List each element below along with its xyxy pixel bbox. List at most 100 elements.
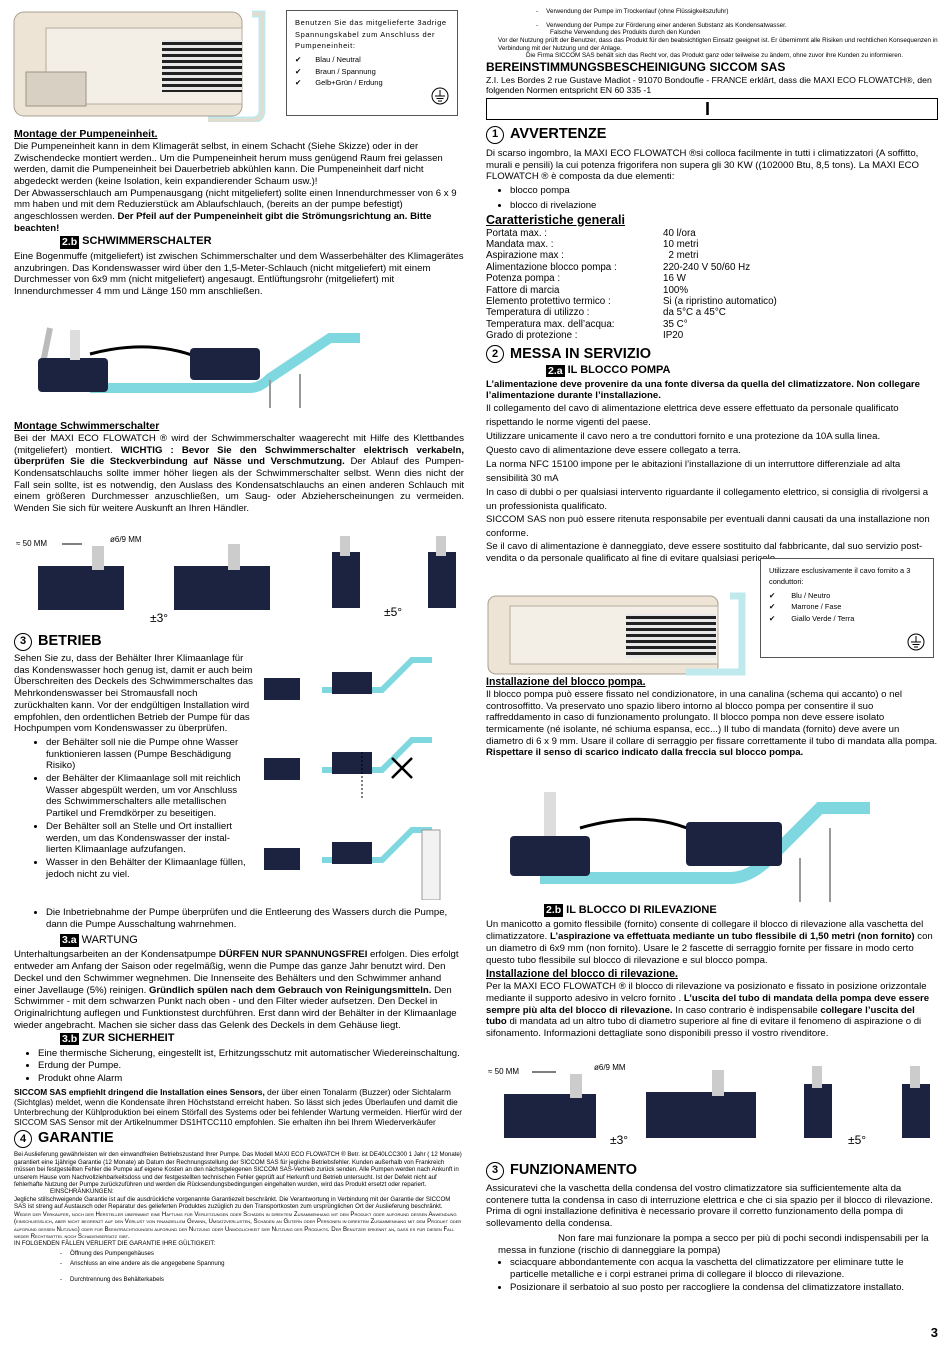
- list-item: Erdung der Pumpe.: [38, 1060, 464, 1072]
- wartung-a: Unterhaltungsarbeiten an der Kondensatpu…: [14, 949, 217, 961]
- list-item: der Behälter der Klimaanlage soll mit re…: [46, 773, 254, 820]
- garantie-title: GARANTIE: [38, 1130, 114, 1147]
- rilevazione-inst-e: di mandata ad un altro tubo di diametro …: [486, 1016, 922, 1039]
- pompa-p6: SICCOM SAS non può essere ritenuta respo…: [486, 514, 930, 540]
- nogar-item: Anschluss an eine andere als die angegeb…: [70, 1260, 225, 1268]
- list-item: Der Behälter soll an Stelle und Ort inst…: [46, 821, 254, 856]
- caratteristiche-title: Caratteristiche generali: [486, 212, 625, 227]
- section-number: 4: [14, 1130, 32, 1149]
- operation-illustration: [262, 650, 462, 900]
- pompa-p4: La norma NFC 15100 impone per le abitazi…: [486, 458, 901, 484]
- float-mount-a: Bei der MAXI ECO FLOWATCH ® wird der Sch…: [14, 432, 464, 456]
- nogar-note-1: Vor der Nutzung prüft der Benutzer, dass…: [498, 37, 938, 52]
- spec-row: Temperatura di utilizzo :da 5°C a 45°C: [486, 307, 726, 319]
- dim-diameter-label: ø6/9 MM: [110, 535, 142, 544]
- tilt-3-label: ±3°: [150, 611, 168, 625]
- section-number: 3: [14, 633, 32, 651]
- wire-label: Marrone / Fase: [791, 602, 842, 612]
- wire-label: Braun / Spannung: [315, 66, 376, 76]
- dim-diameter-label: ø6/9 MM: [594, 1063, 626, 1072]
- rilevazione-inst-title: Installazione del blocco di rilevazione.: [486, 968, 678, 981]
- ac-unit-illustration: [486, 592, 754, 678]
- spec-row: Portata max. :40 l/ora: [486, 227, 696, 239]
- float-title: SCHWIMMERSCHALTER: [82, 235, 212, 248]
- section-number: 3: [486, 1162, 504, 1180]
- rilevazione-c: con un diametro di 6x9 mm (non fornito).…: [486, 931, 933, 966]
- tilt-3-label: ±3°: [610, 1133, 628, 1147]
- section-tag: 2.a: [546, 364, 565, 378]
- conformity-title: BEREINSTIMMUNGSBESCHEINIGUNG SICCOM SAS: [486, 60, 786, 74]
- wartung-b: DÜRFEN NUR SPANNUNGSFREI: [218, 949, 368, 961]
- language-box: I: [486, 98, 938, 120]
- spec-row: Temperatura max. dell’acqua:35 C°: [486, 318, 688, 330]
- wartung-c: erfolgen. Dies erfolgt entweder am Anfan…: [14, 949, 459, 996]
- pompa-p5: In caso di dubbi o per qualsiasi interve…: [486, 486, 929, 512]
- section-tag: 3.b: [60, 1032, 80, 1046]
- wartung-d: Gründlich spülen nach dem Gebrauch von R…: [148, 984, 432, 996]
- cable-info-box-it: Utilizzare esclusivamente il cavo fornit…: [760, 558, 934, 658]
- montage-text: Die Pumpeneinheit kann in dem Klimagerät…: [14, 140, 443, 187]
- pompa-p2: Utilizzare unicamente il cavo nero a tre…: [486, 430, 881, 442]
- sicher-bold: SICCOM SAS empfiehlt dringend die Instal…: [14, 1086, 265, 1097]
- specs-table: Portata max. :40 l/ora Mandata max. :10 …: [486, 228, 938, 342]
- pompa-b: Non collegare l’alimentazione durante l’…: [486, 378, 920, 402]
- list-item: Die Inbetriebnahme der Pumpe überprüfen …: [46, 907, 464, 930]
- list-item: Produkt ohne Alarm: [38, 1073, 464, 1085]
- conformity-text: Z.I. Les Bordes 2 rue Gustave Madiot - 9…: [486, 74, 932, 96]
- check-icon: ✔: [295, 66, 302, 76]
- funzionamento-item-1: Non fare mai funzionare la pompa a secco…: [498, 1232, 929, 1256]
- float-text: Eine Bogenmuffe (mitgeliefert) ist zwisc…: [14, 250, 464, 297]
- spec-row: Grado di protezione :IP20: [486, 330, 684, 341]
- wartung-e: Den Schwimmer - mit dem schwarzen Punkt …: [14, 984, 457, 1031]
- spec-row: Aspirazione max : 2 metri: [486, 250, 699, 262]
- einschr-title: EINSCHRÄNKUNGEN:: [50, 1188, 114, 1196]
- spec-row: Potenza pompa :16 W: [486, 273, 686, 285]
- list-item: sciacquare abbondantemente con acqua la …: [510, 1257, 938, 1280]
- float-mount-title: Montage Schwimmerschalter: [14, 420, 160, 432]
- installazione-title: Installazione del blocco pompa.: [486, 676, 646, 688]
- nogar-item: Verwendung der Pumpe im Trockenlauf (ohn…: [546, 8, 729, 15]
- messa-title: MESSA IN SERVIZIO: [510, 345, 651, 362]
- cable-info-box-de: Benutzen Sie das mitgelieferte 3adrige S…: [286, 10, 458, 116]
- list-item: blocco pompa: [510, 185, 938, 197]
- float-tilt-diagram: ≈ 50 MM ø6/9 MM ±3° ±5°: [486, 1060, 936, 1154]
- pompa-a: L’alimentazione deve provenire da una fo…: [486, 378, 854, 390]
- garantie-text: Bei Auslieferung gewährleisten wir den e…: [14, 1151, 462, 1188]
- rilevazione-title: IL BLOCCO DI RILEVAZIONE: [566, 904, 717, 916]
- betrieb-title: BETRIEB: [38, 633, 102, 650]
- wire-label: Blu / Neutro: [791, 590, 831, 600]
- montage-title: Montage der Pumpeneinheit.: [14, 128, 158, 140]
- section-tag: 2.b: [544, 904, 564, 918]
- funzionamento-title: FUNZIONAMENTO: [510, 1162, 638, 1179]
- dim-length-label: ≈ 50 MM: [16, 539, 47, 548]
- tilt-5-label: ±5°: [384, 605, 402, 619]
- cable-intro: Utilizzare esclusivamente il cavo fornit…: [769, 566, 911, 587]
- check-icon: ✔: [769, 602, 776, 612]
- cable-intro: Benutzen Sie das mitgelieferte 3adrige S…: [295, 18, 447, 51]
- pompa-title: IL BLOCCO POMPA: [567, 364, 671, 377]
- montage-text-2: Der Abwasserschlauch am Pumpenausgang (n…: [14, 187, 457, 223]
- check-icon: ✔: [295, 78, 302, 88]
- nogar-item: Verwendung der Pumpe zur Förderung einer…: [546, 21, 787, 29]
- float-mount-c: Der Ablauf des Pumpen-Kondensatschlauchs…: [14, 456, 464, 515]
- spec-row: Alimentazione blocco pompa :220-240 V 50…: [486, 261, 751, 273]
- nogar-item: Durchtrennung des Behälterkabels: [70, 1275, 164, 1283]
- rilevazione-inst-a: Per la MAXI ECO FLOWATCH ® il blocco di …: [486, 981, 927, 1004]
- list-item: Posizionare il serbatoio al suo posto pe…: [510, 1282, 938, 1294]
- wartung-title: WARTUNG: [81, 934, 138, 946]
- ground-icon: [431, 87, 449, 105]
- wire-label: Gelb+Grün / Erdung: [315, 78, 383, 88]
- nogar-title: IN FOLGENDEN FÄLLEN VERLIERT DIE GARANTI…: [14, 1240, 216, 1248]
- installazione-bold: Rispettare il senso di scarico indicato …: [486, 747, 804, 759]
- list-item: Wasser in den Behälter der Klimaanlage f…: [46, 857, 254, 880]
- avvertenze-title: AVVERTENZE: [510, 126, 607, 143]
- list-item: blocco di rivelazione: [510, 200, 938, 212]
- rilevazione-a: Un manicotto a gomito flessibile (fornit…: [486, 919, 924, 943]
- betrieb-text: Sehen Sie zu, dass der Behälter Ihrer Kl…: [14, 653, 253, 735]
- float-mount-b: WICHTIG : Bevor Sie den Schwimmerschalte…: [14, 444, 464, 468]
- rilevazione-b: L’aspirazione va effettuata mediante un …: [549, 931, 915, 943]
- rilevazione-inst-d: collegare l’uscita del tubo: [486, 1004, 915, 1028]
- einschr-text: Jegliche stillschweigende Garantie ist a…: [14, 1195, 451, 1211]
- nogar-note-2: Die Firma SICCOM SAS behält sich das Rec…: [526, 52, 903, 60]
